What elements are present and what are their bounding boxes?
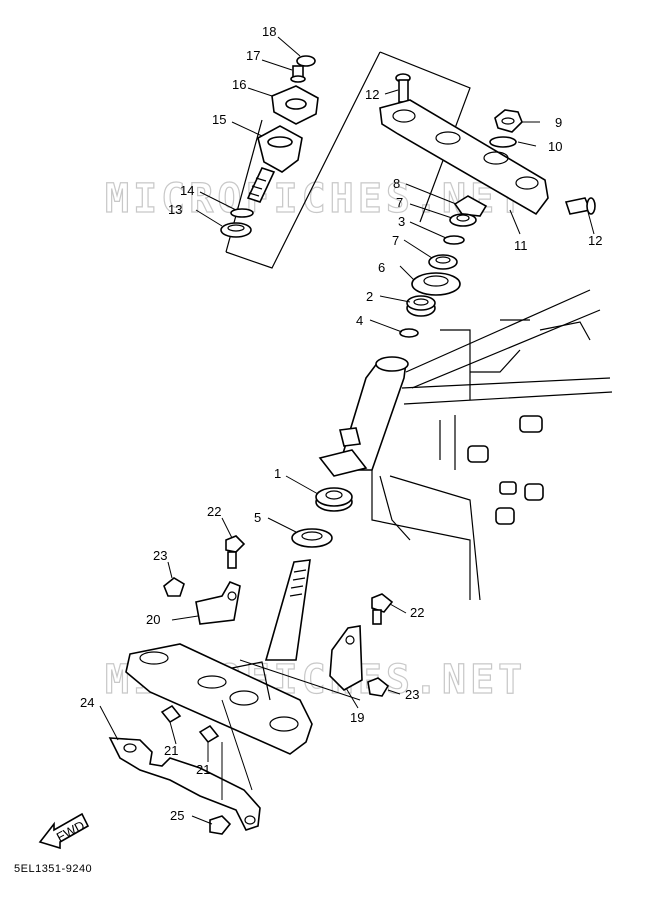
- part-3-washer: [443, 235, 465, 245]
- frame: [336, 289, 613, 601]
- part-23-nut-right: [367, 677, 390, 697]
- watermark-top: MICROFICHES.NET: [105, 176, 526, 222]
- label-1: 1: [274, 466, 281, 481]
- label-14: 14: [180, 183, 194, 198]
- label-10: 10: [548, 139, 562, 154]
- part-10-washer: [489, 136, 517, 148]
- label-12-top: 12: [365, 87, 379, 102]
- label-18: 18: [262, 24, 276, 39]
- label-9: 9: [555, 115, 562, 130]
- part-22-bolt-right: [371, 593, 394, 625]
- steering-stem: [125, 559, 313, 755]
- holder-group-bracket: [225, 51, 471, 269]
- part-6-cover: [411, 272, 461, 296]
- label-25: 25: [170, 808, 184, 823]
- label-5: 5: [254, 510, 261, 525]
- label-6: 6: [378, 260, 385, 275]
- label-23-left: 23: [153, 548, 167, 563]
- fwd-arrow: FWD: [38, 812, 90, 850]
- label-11: 11: [514, 238, 528, 253]
- part-15-lower-holder: [246, 125, 303, 203]
- part-21-clip-b: [198, 724, 220, 744]
- part-7-ring-nut-upper: [449, 213, 477, 227]
- part-labels: 18 17 16 15 14 13 12 9 10 8 7 3 7 11 12 …: [80, 24, 602, 823]
- part-11-upper-bracket: [379, 99, 549, 216]
- label-16: 16: [232, 77, 246, 92]
- part-20-bracket-left: [195, 580, 241, 625]
- label-7-lower: 7: [392, 233, 399, 248]
- label-15: 15: [212, 112, 226, 127]
- leader-lines: [99, 36, 595, 825]
- label-22-right: 22: [410, 605, 424, 620]
- label-19: 19: [350, 710, 364, 725]
- part-14-washer: [230, 208, 254, 218]
- label-21-a: 21: [164, 743, 178, 758]
- part-1-bearing-lower: [315, 487, 353, 512]
- label-12-side: 12: [588, 233, 602, 248]
- fwd-label: FWD: [54, 818, 87, 845]
- part-23-nut-left: [163, 577, 185, 597]
- part-12-bolt-side: [564, 197, 596, 215]
- label-20: 20: [146, 612, 160, 627]
- label-24: 24: [80, 695, 94, 710]
- part-8-lock-washer: [453, 195, 488, 217]
- label-3: 3: [398, 214, 405, 229]
- part-4-race: [399, 328, 419, 338]
- part-2-bearing-upper: [406, 295, 436, 317]
- label-23-right: 23: [405, 687, 419, 702]
- part-25-bolt: [209, 815, 232, 835]
- label-21-b: 21: [196, 762, 210, 777]
- label-2: 2: [366, 289, 373, 304]
- part-18-cap: [296, 55, 316, 67]
- part-21-clip-a: [160, 704, 182, 724]
- diagram-code: 5EL1351-9240: [14, 863, 92, 875]
- part-7-ring-nut-lower: [428, 254, 458, 270]
- label-13: 13: [168, 202, 182, 217]
- part-13-damper: [220, 222, 252, 238]
- label-17: 17: [246, 48, 260, 63]
- frame-bearing-cup: [318, 427, 368, 477]
- part-12-bolt-upper: [395, 73, 411, 103]
- part-22-bolt-left: [225, 535, 246, 569]
- part-9-nut: [494, 109, 523, 133]
- label-8: 8: [393, 176, 400, 191]
- part-24-cable-guide: [108, 737, 261, 831]
- part-19-bracket-right: [329, 625, 363, 691]
- label-7-upper: 7: [396, 195, 403, 210]
- label-22-left: 22: [207, 504, 221, 519]
- part-17-bolt: [290, 65, 306, 83]
- part-5-seal: [291, 528, 333, 548]
- part-16-upper-holder: [271, 85, 319, 125]
- label-4: 4: [356, 313, 363, 328]
